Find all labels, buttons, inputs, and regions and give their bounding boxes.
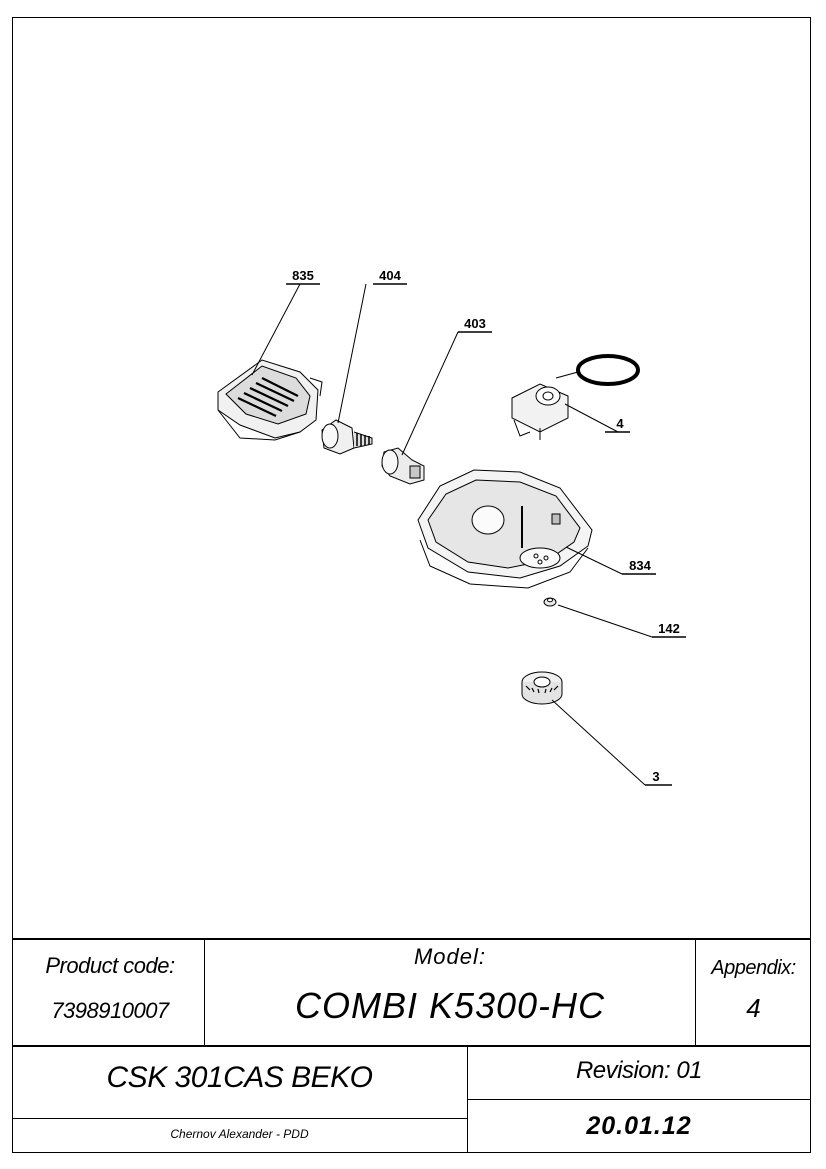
product-code-value: 7398910007 [51,998,169,1023]
callout-404: 404 [379,268,401,283]
leader-142 [557,604,653,638]
exploded-view-diagram: 835 404 403 4 834 142 3 [217,268,686,786]
callout-4: 4 [616,416,624,431]
part-4 [511,354,640,440]
model-label: Model: [413,944,487,969]
appendix-label: Appendix: [711,957,796,979]
leader-404 [337,283,367,424]
drawing-frame [12,17,811,1153]
callout-403: 403 [464,316,486,331]
author: Chernov Alexander - PDD [170,1127,309,1141]
leader-3 [551,699,646,786]
part-3 [521,671,563,705]
callout-834: 834 [629,558,651,573]
callout-3: 3 [652,769,659,784]
part-835 [217,359,323,441]
product-name: CSK 301CAS BEKO [106,1061,373,1094]
model-value: COMBI K5300-HC [294,985,606,1026]
leader-835 [251,283,301,376]
date: 20.01.12 [586,1112,692,1140]
revision: Revision: 01 [575,1057,703,1084]
callout-labels: 835 404 403 4 834 142 3 [292,268,680,784]
part-403 [381,447,425,485]
appendix-value: 4 [746,993,761,1023]
part-142 [543,597,557,607]
product-code-label: Product code: [45,953,175,978]
leader-4 [564,403,619,433]
leader-834 [565,546,623,575]
part-404 [321,419,373,455]
callout-835: 835 [292,268,314,283]
callout-142: 142 [658,621,680,636]
part-834 [417,469,593,589]
leader-403 [401,331,459,456]
